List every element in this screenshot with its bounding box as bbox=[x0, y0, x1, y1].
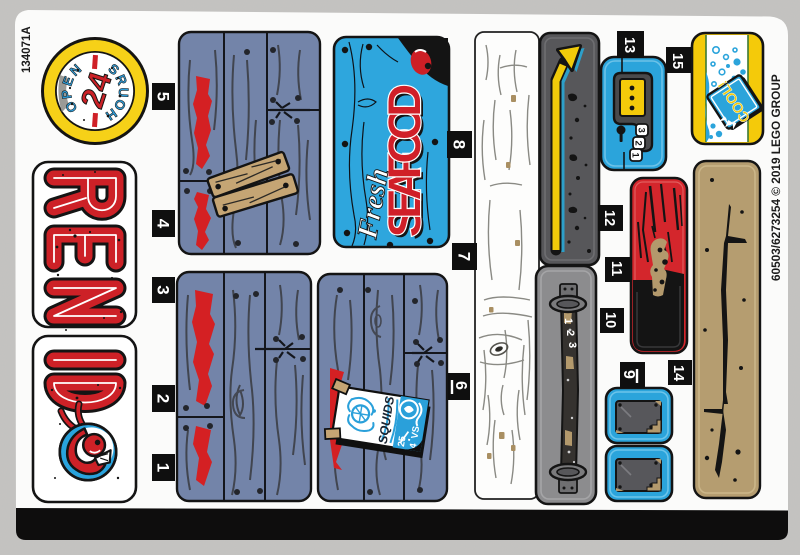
svg-text:U: U bbox=[116, 87, 131, 98]
svg-text:11: 11 bbox=[608, 261, 624, 276]
svg-text:13: 13 bbox=[621, 37, 637, 53]
svg-text:5: 5 bbox=[153, 92, 172, 101]
svg-text:134071A: 134071A bbox=[21, 26, 33, 73]
svg-text:14: 14 bbox=[670, 365, 686, 381]
svg-text:SEAFOOD: SEAFOOD bbox=[379, 84, 430, 237]
svg-text:P: P bbox=[59, 89, 75, 100]
svg-text:3: 3 bbox=[566, 342, 578, 348]
svg-text:3: 3 bbox=[636, 128, 647, 133]
svg-text:9: 9 bbox=[620, 370, 637, 379]
svg-text:VS: VS bbox=[409, 425, 422, 439]
svg-text:2: 2 bbox=[633, 141, 644, 146]
svg-text:3: 3 bbox=[153, 285, 172, 294]
svg-text:1: 1 bbox=[562, 318, 574, 324]
svg-text:2: 2 bbox=[564, 330, 576, 336]
svg-text:4: 4 bbox=[153, 219, 172, 229]
svg-text:12: 12 bbox=[601, 210, 617, 226]
svg-text:8: 8 bbox=[449, 140, 468, 149]
svg-text:15: 15 bbox=[669, 53, 685, 69]
svg-text:1: 1 bbox=[630, 153, 641, 159]
svg-text:SEAFOOD: SEAFOOD bbox=[382, 87, 433, 240]
svg-text:10: 10 bbox=[602, 312, 618, 328]
svg-text:7: 7 bbox=[454, 252, 473, 261]
svg-text:4: 4 bbox=[408, 442, 420, 450]
svg-text:2: 2 bbox=[153, 394, 172, 403]
svg-text:6: 6 bbox=[452, 381, 469, 390]
svg-text:1: 1 bbox=[153, 463, 172, 472]
svg-text:60503/6273254 © 2019 LEGO GROU: 60503/6273254 © 2019 LEGO GROUP bbox=[769, 74, 783, 281]
